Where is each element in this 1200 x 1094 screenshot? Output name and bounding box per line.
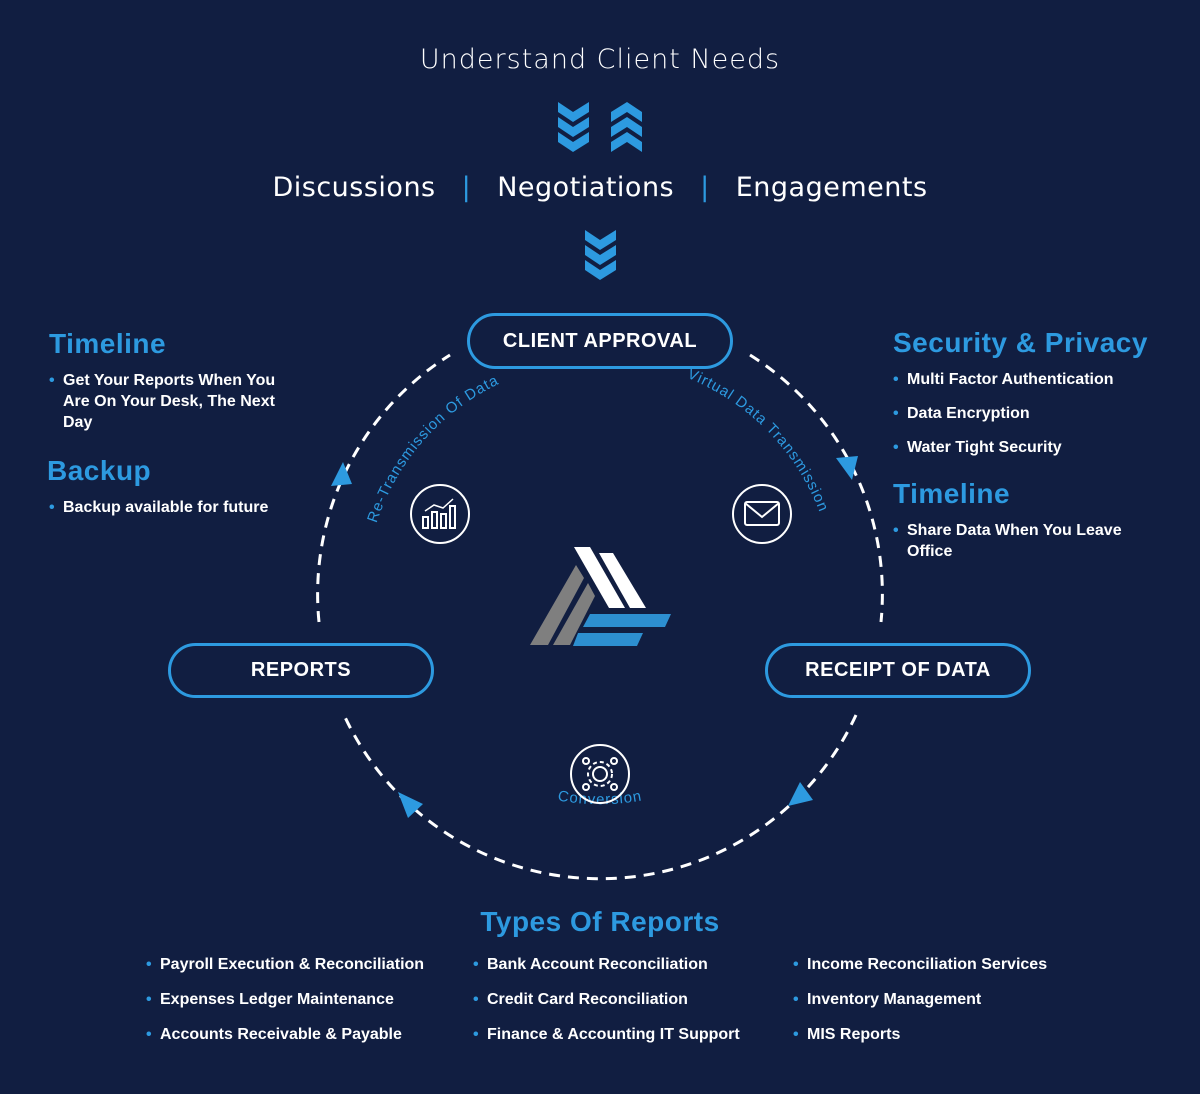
list-item: Finance & Accounting IT Support (473, 1024, 740, 1045)
security-heading: Security & Privacy (893, 327, 1148, 358)
node-reports: REPORTS (168, 643, 434, 698)
list-item: Backup available for future (49, 497, 309, 518)
chevron-down-icon (585, 230, 616, 280)
list-item: Accounts Receivable & Payable (146, 1024, 424, 1045)
gear-icon (570, 744, 630, 804)
svg-text:Re-Transmission Of Data: Re-Transmission Of Data (364, 372, 501, 525)
reports-heading: Types Of Reports (480, 906, 720, 937)
chevron-up-icon (611, 102, 642, 152)
step-engagements: Engagements (735, 172, 928, 203)
reports-column-2: Bank Account Reconciliation Credit Card … (473, 954, 740, 1059)
node-receipt-of-data: RECEIPT OF DATA (765, 643, 1031, 698)
arrow-up-left-icon (398, 792, 423, 818)
reports-column-1: Payroll Execution & Reconciliation Expen… (146, 954, 424, 1059)
reports-column-3: Income Reconciliation Services Inventory… (793, 954, 1047, 1059)
backup-heading: Backup (47, 455, 152, 486)
list-item: Get Your Reports When You Are On Your De… (49, 370, 299, 433)
arrow-down-left-icon (788, 782, 813, 806)
list-item: Expenses Ledger Maintenance (146, 989, 424, 1010)
right-panel: Security & Privacy Multi Factor Authenti… (893, 327, 1183, 562)
chart-icon (410, 484, 470, 544)
list-item: Credit Card Reconciliation (473, 989, 740, 1010)
list-item: Data Encryption (893, 403, 1183, 424)
list-item: Income Reconciliation Services (793, 954, 1047, 975)
list-item: Share Data When You Leave Office (893, 520, 1143, 562)
arc-label-conversion: Conversion (557, 787, 643, 808)
timeline-heading: Timeline (49, 328, 167, 359)
arc-label-retransmission: Re-Transmission Of Data (364, 372, 500, 525)
list-item: Multi Factor Authentication (893, 369, 1183, 390)
list-item: Inventory Management (793, 989, 1047, 1010)
engagement-steps: Discussions | Negotiations | Engagements (0, 172, 1200, 203)
arrow-up-icon (331, 462, 352, 486)
separator: | (461, 172, 472, 203)
step-negotiations: Negotiations (497, 172, 675, 203)
step-discussions: Discussions (272, 172, 436, 203)
list-item: MIS Reports (793, 1024, 1047, 1045)
chevron-down-icon (558, 102, 589, 152)
page-title: Understand Client Needs (419, 44, 781, 75)
separator: | (700, 172, 710, 203)
arc-reports-to-approval (316, 353, 451, 623)
list-item: Water Tight Security (893, 437, 1183, 458)
arc-label-virtual: Virtual Data Transmission (685, 365, 831, 514)
arrow-down-icon (836, 456, 858, 480)
list-item: Payroll Execution & Reconciliation (146, 954, 424, 975)
company-logo (530, 547, 671, 646)
envelope-icon (732, 484, 792, 544)
node-client-approval: CLIENT APPROVAL (467, 313, 733, 369)
left-panel: Timeline Get Your Reports When You Are O… (47, 328, 309, 531)
svg-text:Virtual Data Transmission: Virtual Data Transmission (685, 365, 832, 514)
list-item: Bank Account Reconciliation (473, 954, 740, 975)
svg-text:Conversion: Conversion (557, 787, 644, 808)
timeline-heading: Timeline (893, 478, 1011, 509)
